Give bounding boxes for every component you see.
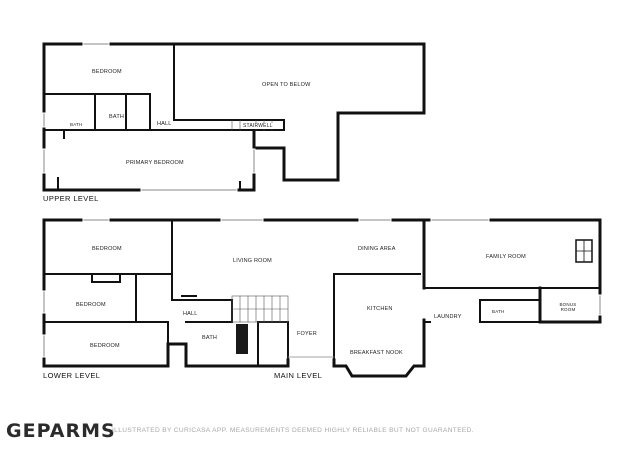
lower-hall-label: HALL — [183, 311, 198, 317]
lower-bedroom-3-label: BEDROOM — [90, 343, 120, 349]
stairwell-label: STAIRWELL — [242, 123, 274, 129]
fireplace — [575, 239, 593, 263]
brand-logo: GEPARMS — [6, 420, 116, 442]
stair-closet-fill — [236, 324, 248, 354]
lower-bedroom-2-label: BEDROOM — [76, 302, 106, 308]
main-level-label: MAIN LEVEL — [274, 371, 323, 380]
open-to-below-label: OPEN TO BELOW — [262, 82, 311, 88]
bonus-room-label: BONUS ROOM — [559, 302, 577, 312]
lower-bath-label: BATH — [202, 335, 218, 341]
dining-area-label: DINING AREA — [358, 246, 396, 252]
breakfast-nook-label: BREAKFAST NOOK — [350, 350, 403, 356]
primary-bedroom-label: PRIMARY BEDROOM — [126, 160, 184, 166]
main-stair-lines — [231, 295, 289, 323]
upper-level-partitions — [43, 43, 285, 191]
foyer-label: FOYER — [297, 331, 317, 337]
main-level-partitions — [43, 219, 601, 367]
lower-level-label: LOWER LEVEL — [43, 371, 101, 380]
living-room-label: LIVING ROOM — [233, 258, 272, 264]
upper-hall-label: HALL — [157, 121, 172, 127]
upper-level-label: UPPER LEVEL — [43, 194, 99, 203]
disclaimer-text: ILLUSTRATED BY CURICASA APP. MEASUREMENT… — [112, 427, 474, 434]
floor-plan-drawing — [42, 42, 602, 378]
family-room-label: FAMILY ROOM — [486, 254, 526, 260]
upper-windows — [42, 42, 256, 192]
footer: GEPARMS ILLUSTRATED BY CURICASA APP. MEA… — [0, 418, 640, 446]
main-level-walls — [42, 218, 602, 378]
upper-level-walls — [42, 42, 426, 192]
kitchen-label: KITCHEN — [367, 306, 393, 312]
laundry-label: LAUNDRY — [434, 314, 462, 320]
main-windows — [42, 218, 602, 358]
upper-bath-label: BATH — [109, 114, 125, 120]
lower-bedroom-1-label: BEDROOM — [92, 246, 122, 252]
upper-bedroom-label: BEDROOM — [92, 69, 122, 75]
upper-bath-small-label: BATH — [70, 122, 83, 127]
main-bath-label: BATH — [492, 309, 505, 314]
